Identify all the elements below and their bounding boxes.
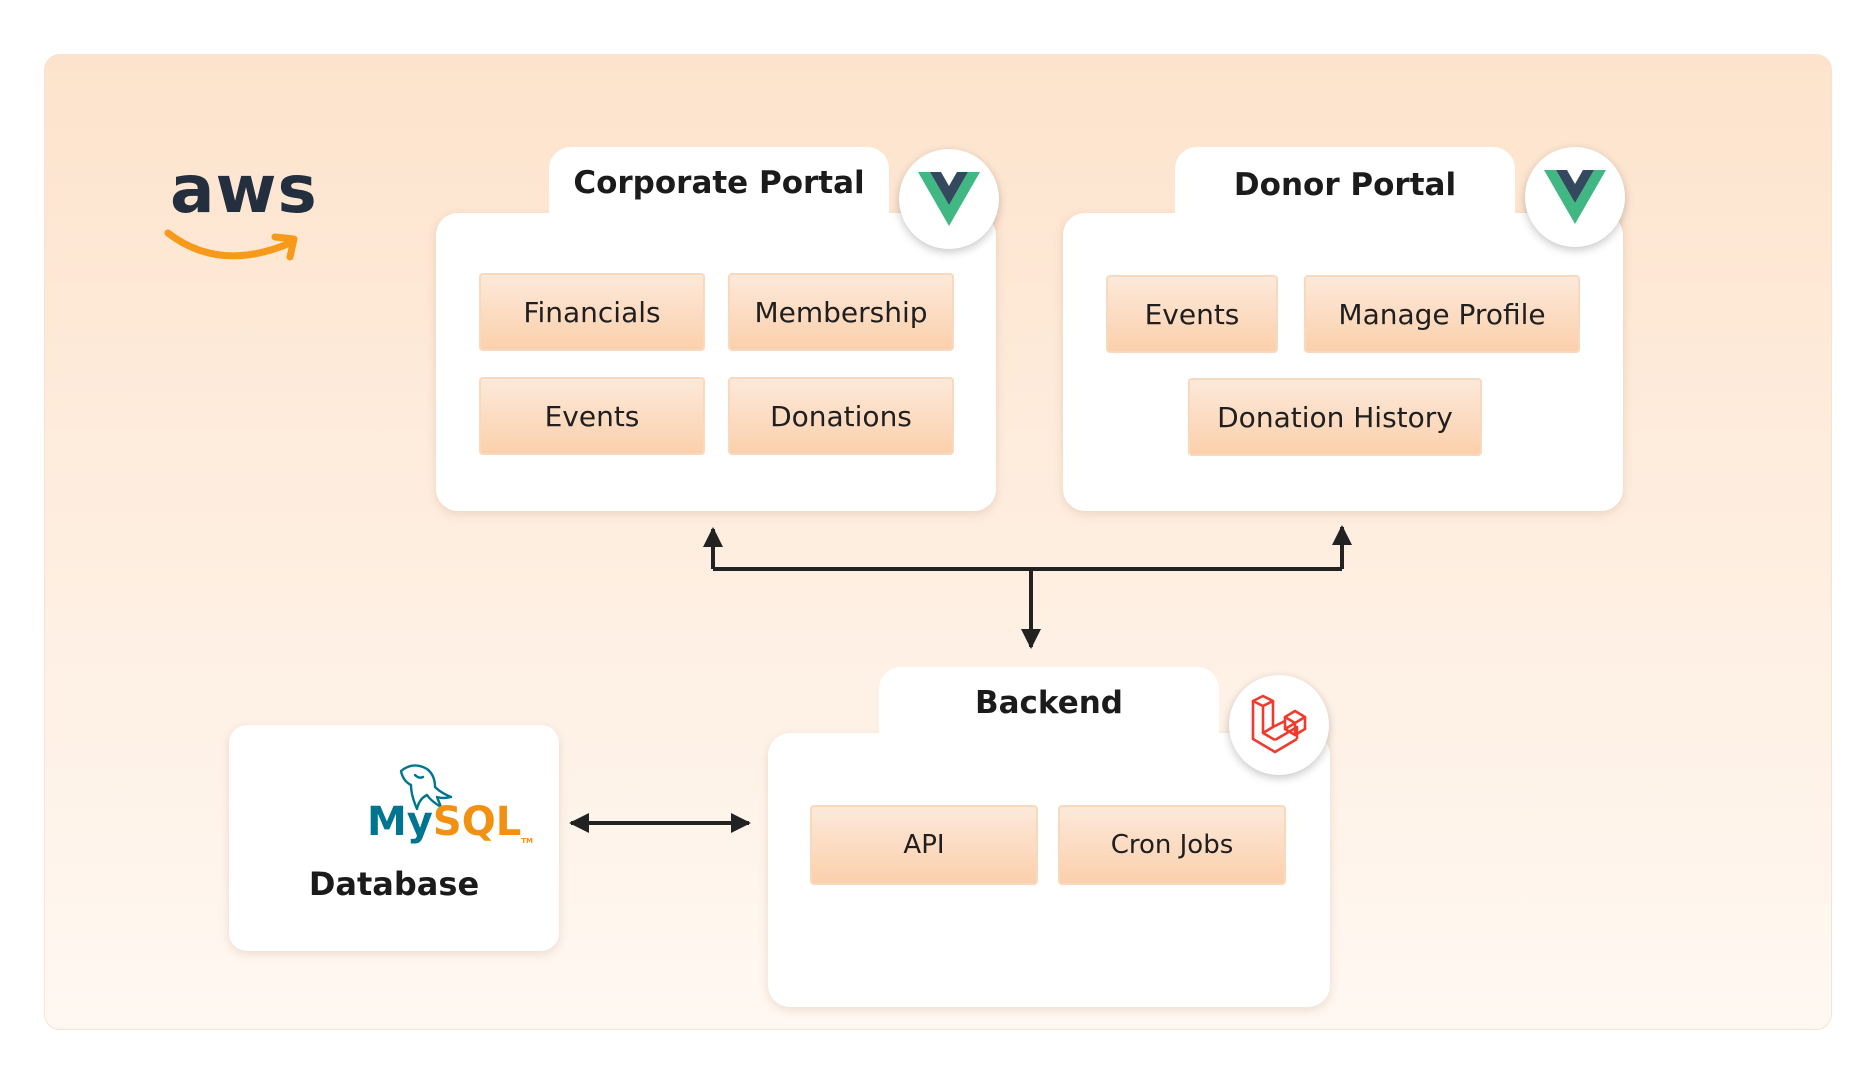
chip-events: Events: [479, 377, 705, 455]
chip-manage-profile: Manage Profile: [1304, 275, 1580, 353]
backend-badge: [1229, 675, 1329, 775]
aws-logo: aws: [120, 151, 320, 265]
dolphin-icon: [399, 764, 453, 811]
mysql-logo-text: MySQLTM: [367, 799, 533, 845]
vue-logo-icon: [918, 172, 980, 226]
chip-financials: Financials: [479, 273, 705, 351]
mysql-trademark: TM: [521, 837, 533, 845]
chip-events: Events: [1106, 275, 1278, 353]
aws-logo-text: aws: [170, 151, 318, 228]
database-title: Database: [308, 865, 480, 903]
corporate-portal-badge: [899, 149, 999, 249]
donor-portal-panel: [1063, 213, 1623, 511]
laravel-logo-icon: [1251, 694, 1307, 754]
aws-smile-icon: [164, 229, 298, 261]
chip-donation-history: Donation History: [1188, 378, 1482, 456]
mysql-text-sql: SQL: [432, 799, 522, 845]
donor-portal-badge: [1525, 147, 1625, 247]
mysql-text-my: My: [367, 799, 433, 845]
connector-arrows: [569, 525, 1352, 833]
donor-portal-title: Donor Portal: [1233, 167, 1457, 203]
chip-cron-jobs: Cron Jobs: [1058, 805, 1286, 885]
aws-cloud-container: aws Corporate Portal Financials Membersh…: [44, 54, 1832, 1030]
backend-title: Backend: [975, 685, 1123, 721]
vue-logo-icon: [1544, 170, 1606, 224]
chip-api: API: [810, 805, 1038, 885]
chip-membership: Membership: [728, 273, 954, 351]
database-panel: [229, 725, 559, 951]
mysql-logo: MySQLTM: [315, 755, 533, 855]
corporate-portal-panel: [436, 213, 996, 511]
corporate-portal-title: Corporate Portal: [573, 165, 865, 201]
chip-donations: Donations: [728, 377, 954, 455]
